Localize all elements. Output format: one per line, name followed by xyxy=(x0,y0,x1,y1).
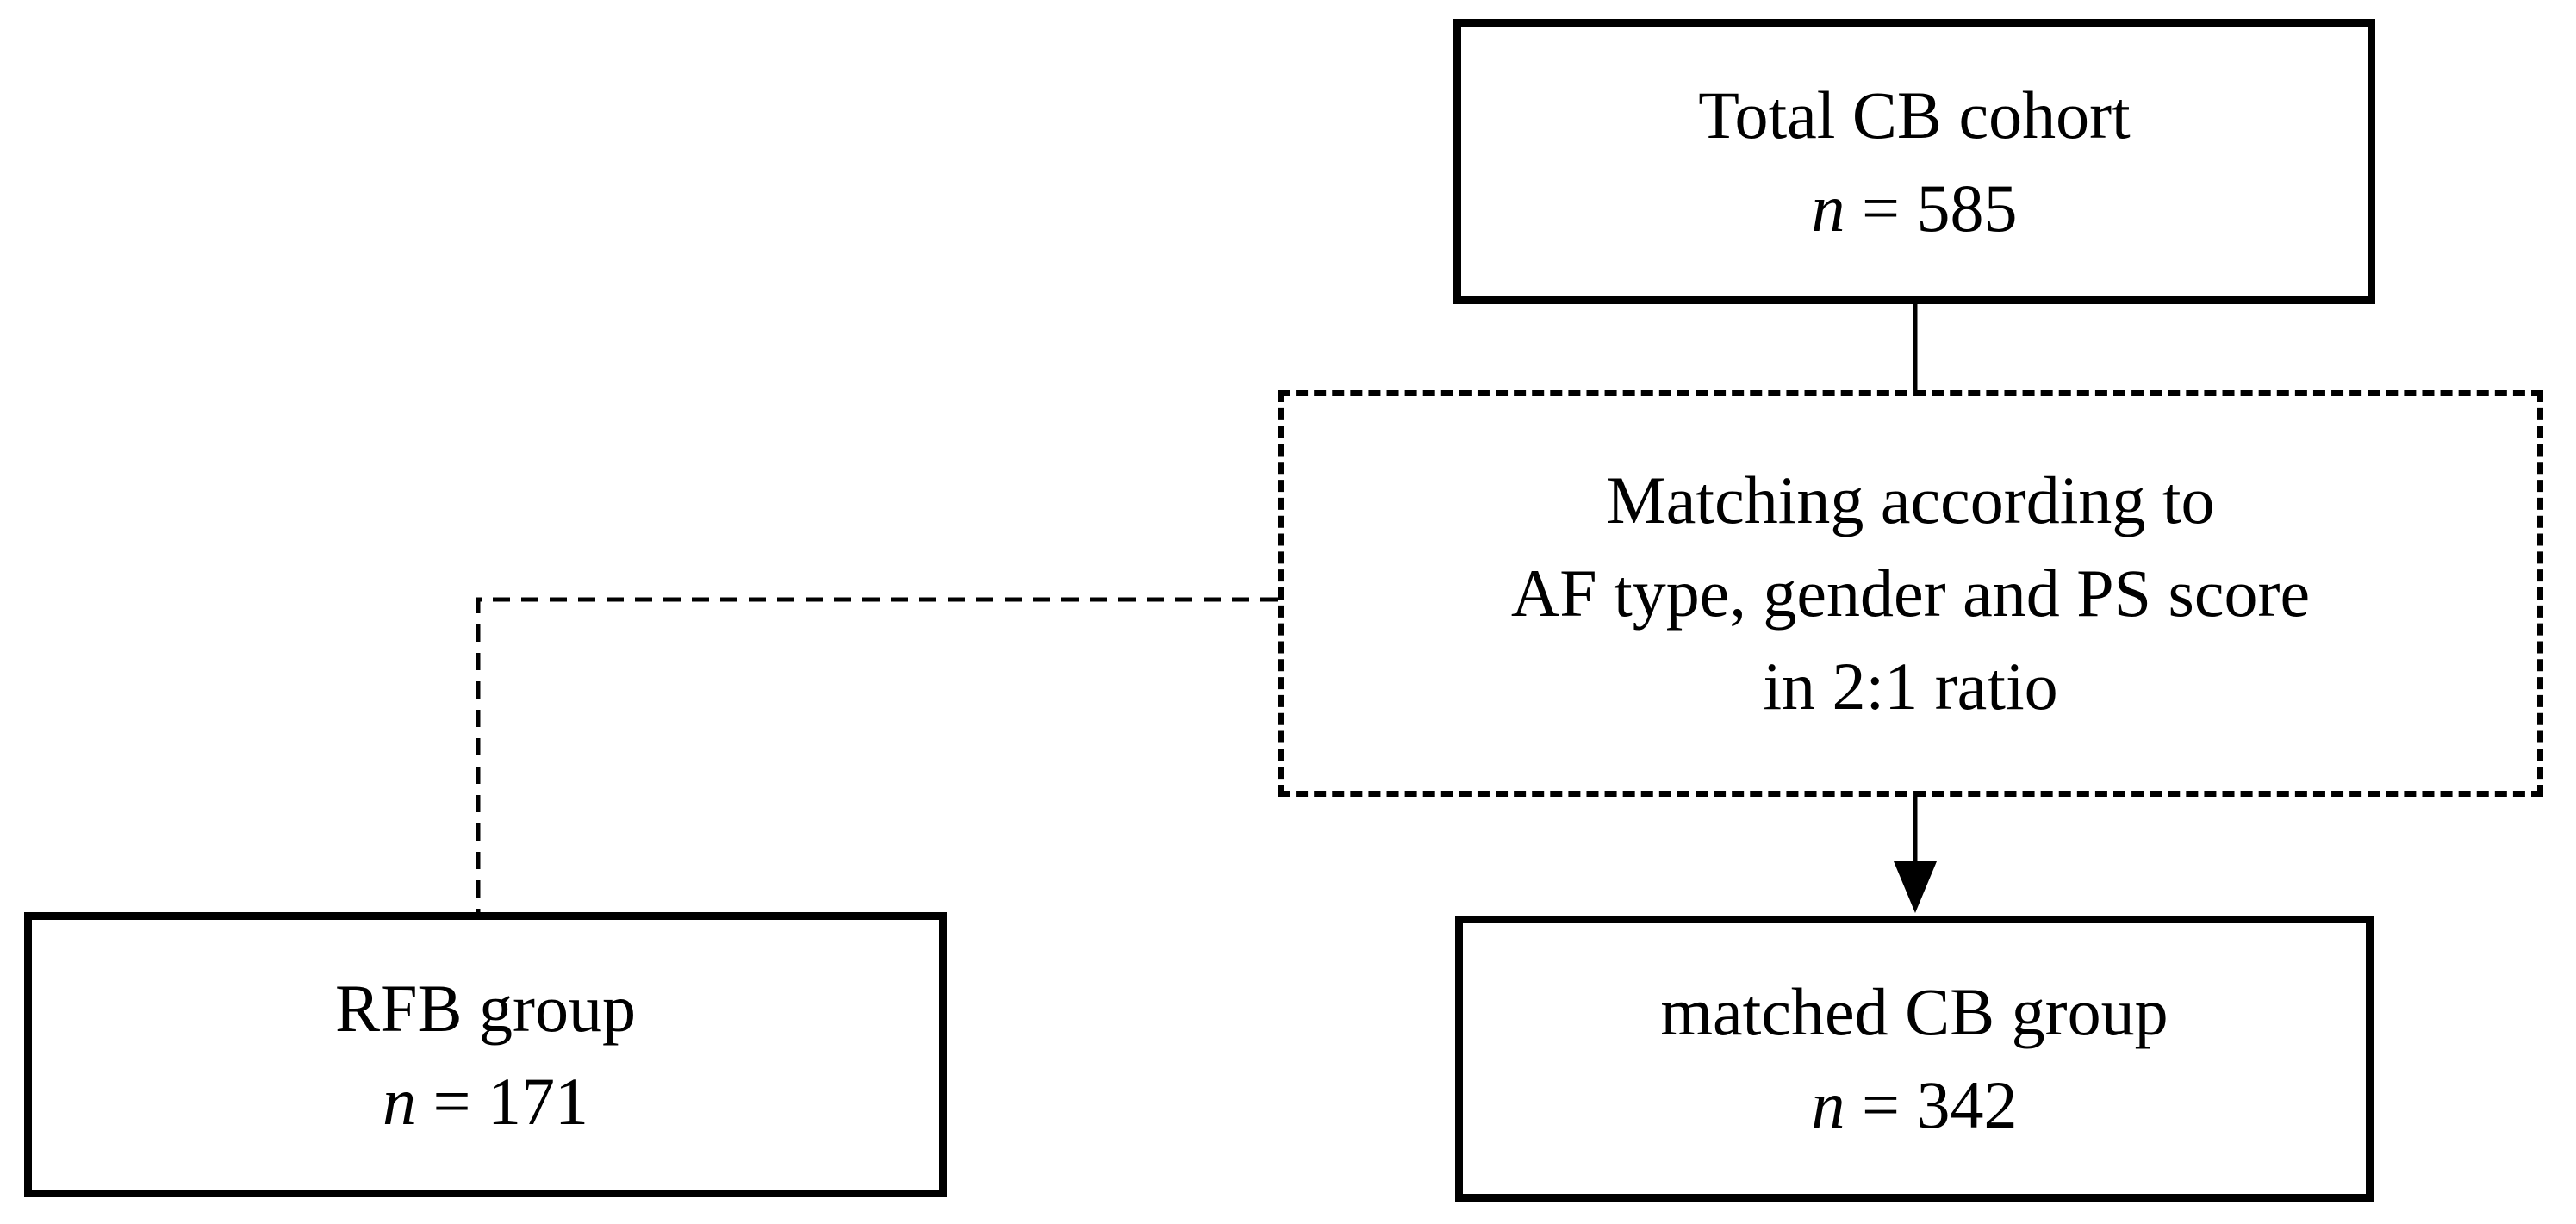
matching-line-3: in 2:1 ratio xyxy=(1763,649,2058,724)
node-matched-cb-group: matched CB group n = 342 xyxy=(1455,916,2374,1202)
node-total-cb-cohort: Total CB cohort n = 585 xyxy=(1453,19,2375,304)
n-symbol: n xyxy=(1811,170,1845,245)
node-total-label: Total CB cohort xyxy=(1698,77,2131,152)
node-matched-count: n = 342 xyxy=(1812,1059,2018,1152)
n-symbol: n xyxy=(1811,1067,1845,1142)
n-symbol: n xyxy=(383,1063,416,1139)
n-value: = 585 xyxy=(1845,170,2018,245)
matching-line-2: AF type, gender and PS score xyxy=(1510,556,2311,631)
edge-matching-to-rfb xyxy=(476,597,1278,912)
node-matching-criteria: Matching according to AF type, gender an… xyxy=(1278,390,2543,797)
node-rfb-label: RFB group xyxy=(335,970,636,1046)
arrowhead-down-icon xyxy=(1894,861,1937,913)
matching-line-1: Matching according to xyxy=(1606,463,2215,537)
n-value: = 171 xyxy=(416,1063,589,1139)
node-rfb-group: RFB group n = 171 xyxy=(24,912,947,1197)
node-total-count: n = 585 xyxy=(1812,162,2018,255)
node-matched-label: matched CB group xyxy=(1660,974,2168,1049)
n-value: = 342 xyxy=(1845,1067,2018,1142)
node-rfb-count: n = 171 xyxy=(383,1055,588,1148)
